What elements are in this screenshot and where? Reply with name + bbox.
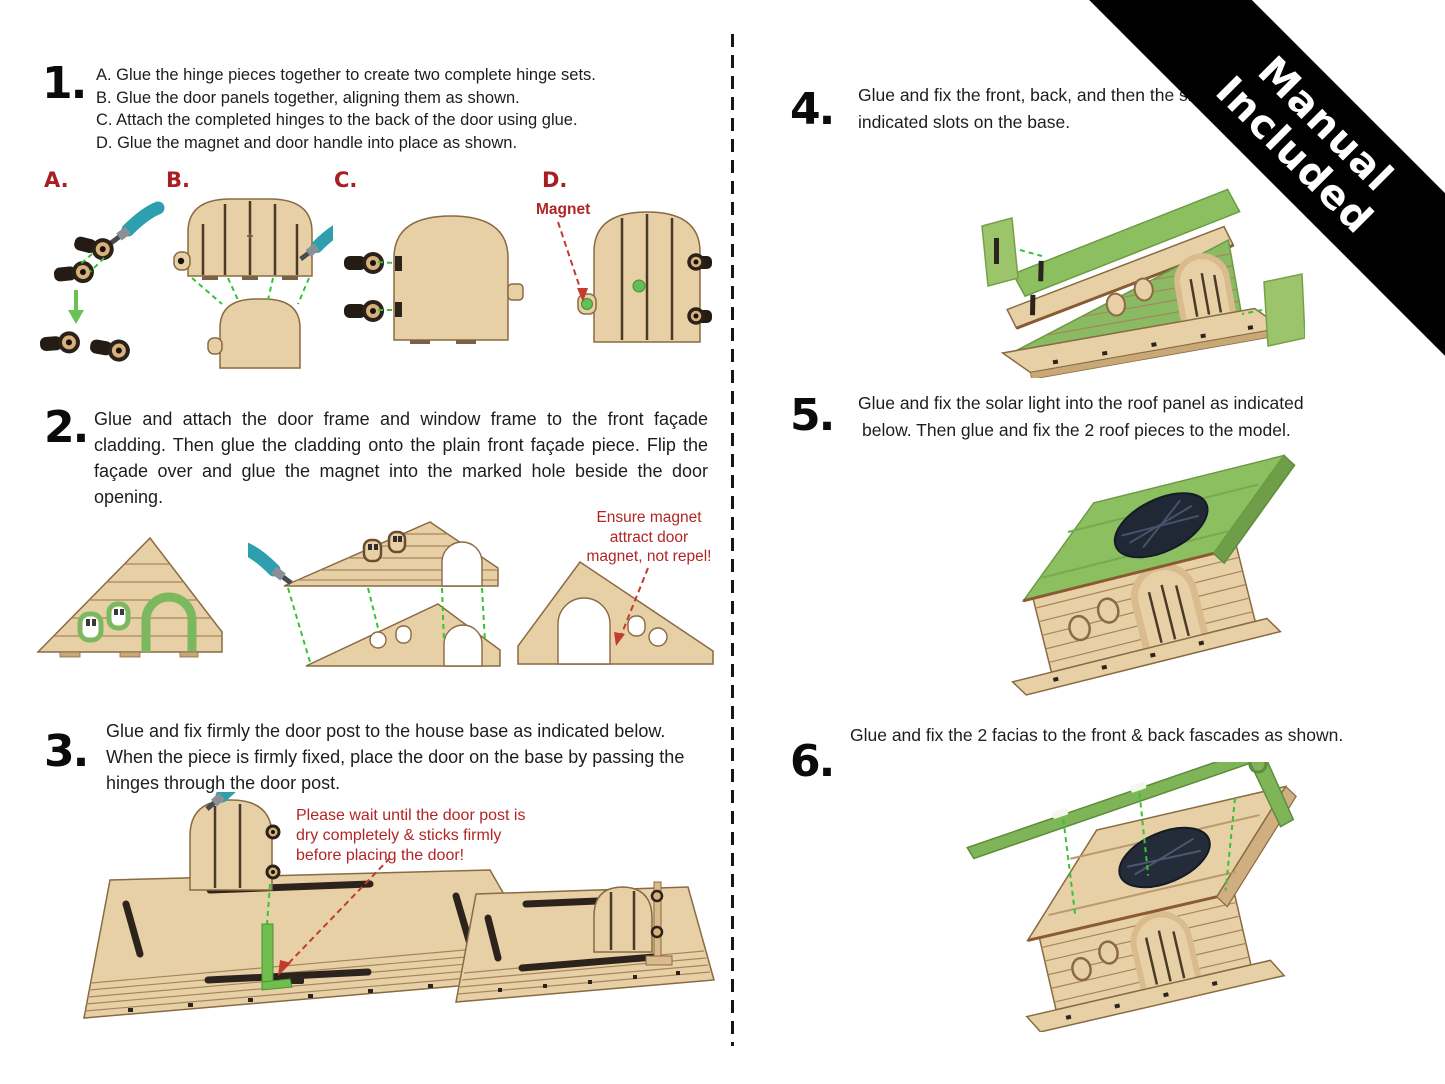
step-6-number: 6.: [790, 736, 835, 787]
door-handle-icon: [632, 279, 646, 293]
step-1-line-c: C. Attach the completed hinges to the ba…: [96, 111, 578, 129]
step2-glue-cladding-illustration: [248, 521, 501, 667]
arrow-icon: [278, 960, 291, 976]
step-2-number: 2.: [44, 402, 89, 453]
glue-bottle-icon: [205, 792, 236, 811]
door-icon: [593, 886, 653, 953]
step-1-line-d: D. Glue the magnet and door handle into …: [96, 133, 518, 152]
hinge-set-icon: [86, 334, 132, 363]
arrow-down-icon: [68, 310, 84, 324]
green-door-post-icon: [261, 923, 274, 983]
step-4-line: indicated slots on the base.: [858, 112, 1071, 132]
window-icon: [1096, 597, 1120, 624]
column-divider: [731, 34, 734, 1046]
step-3-line: hinges through the door post.: [106, 773, 341, 793]
magnet-warning-line: magnet, not repel!: [586, 548, 712, 565]
step-1-line-a: A. Glue the hinge pieces together to cre…: [96, 66, 596, 84]
magnet-label: Magnet: [536, 201, 590, 218]
step1c-door-back-illustration: [342, 215, 524, 344]
step-5-instructions: Glue and fix the solar light into the ro…: [858, 390, 1398, 444]
door-post-warning-line: Please wait until the door post is: [296, 807, 526, 824]
step3-door-mounted-illustration: [455, 881, 715, 1003]
panel-label-a: A.: [44, 168, 69, 192]
step-5-line: Glue and fix the solar light into the ro…: [858, 393, 1304, 413]
step-2-instructions: Glue and attach the door frame and windo…: [94, 406, 708, 510]
step-4-number: 4.: [790, 84, 835, 135]
panel-label-b: B.: [166, 168, 190, 192]
step-6-instructions: Glue and fix the 2 facias to the front &…: [850, 725, 1344, 745]
window-icon: [1071, 956, 1092, 982]
panel-label-d: D.: [542, 168, 568, 192]
glue-bottle-icon: [111, 208, 158, 243]
glue-bottle-icon: [248, 548, 291, 583]
step-5-number: 5.: [790, 390, 835, 441]
step6-facias-illustration: [966, 762, 1297, 1032]
window-icon: [1098, 940, 1119, 965]
step-1-line-b: B. Glue the door panels together, aligni…: [96, 88, 520, 107]
magnet-warning: Ensure magnet attract door magnet, not r…: [576, 508, 722, 567]
hinge-piece-icon: [70, 231, 116, 263]
step1b-door-panels-illustration: [173, 198, 333, 369]
arrow-icon: [614, 632, 625, 646]
step2-facade-cladding-illustration: [36, 536, 223, 658]
step-2-line: façade over and glue the magnet into the…: [94, 461, 708, 481]
step-3-instructions: Glue and fix firmly the door post to the…: [106, 718, 706, 796]
window-icon: [1105, 292, 1126, 317]
step-5-line: below. Then glue and fix the 2 roof piec…: [862, 420, 1291, 440]
hinge-piece-icon: [342, 252, 384, 274]
step-1-instructions: A. Glue the hinge pieces together to cre…: [96, 64, 716, 154]
window-icon: [1068, 614, 1091, 642]
step-3-line: When the piece is firmly fixed, place th…: [106, 747, 685, 767]
step1a-hinge-assembly-illustration: [37, 196, 166, 363]
green-facia-icon: [966, 762, 1295, 860]
door-post-warning-line: dry completely & sticks firmly: [296, 827, 502, 844]
step5-roof-solar-illustration: [1011, 454, 1296, 696]
step-2-line: opening.: [94, 487, 164, 507]
step1d-door-front-illustration: Magnet: [536, 201, 712, 343]
step-2-line: cladding. Then glue the cladding onto th…: [94, 435, 708, 455]
hinge-piece-icon: [342, 300, 384, 322]
window-icon: [1133, 277, 1154, 302]
step-3-number: 3.: [44, 726, 89, 777]
step2-flipped-facade-illustration: [517, 560, 714, 665]
step-2-line: Glue and attach the door frame and windo…: [94, 409, 708, 429]
door-post-warning-line: before placing the door!: [296, 847, 465, 864]
arrow-icon: [577, 288, 588, 302]
hinge-piece-icon: [51, 260, 95, 287]
green-window-frame-icon: [77, 611, 104, 643]
door-post-warning: Please wait until the door post is dry c…: [296, 806, 546, 866]
green-side-panel-icon: [1263, 273, 1305, 347]
door-icon: [189, 799, 273, 891]
panel-label-c: C.: [334, 168, 358, 192]
magnet-warning-line: Ensure magnet: [596, 509, 702, 526]
magnet-dot-icon: [581, 298, 593, 310]
green-side-panel-icon: [981, 217, 1019, 287]
green-door-frame-icon: [141, 592, 197, 652]
green-window-frame-icon: [106, 601, 131, 631]
solar-light-icon: [1113, 492, 1209, 559]
solar-window-icon: [1118, 826, 1211, 889]
magnet-warning-line: attract door: [609, 528, 689, 546]
step4-walls-into-base-illustration: [981, 188, 1305, 378]
step-3-line: Glue and fix firmly the door post to the…: [106, 721, 666, 741]
hinge-set-icon: [37, 330, 81, 356]
window-icon: [362, 538, 383, 563]
step-1-number: 1.: [42, 58, 87, 109]
